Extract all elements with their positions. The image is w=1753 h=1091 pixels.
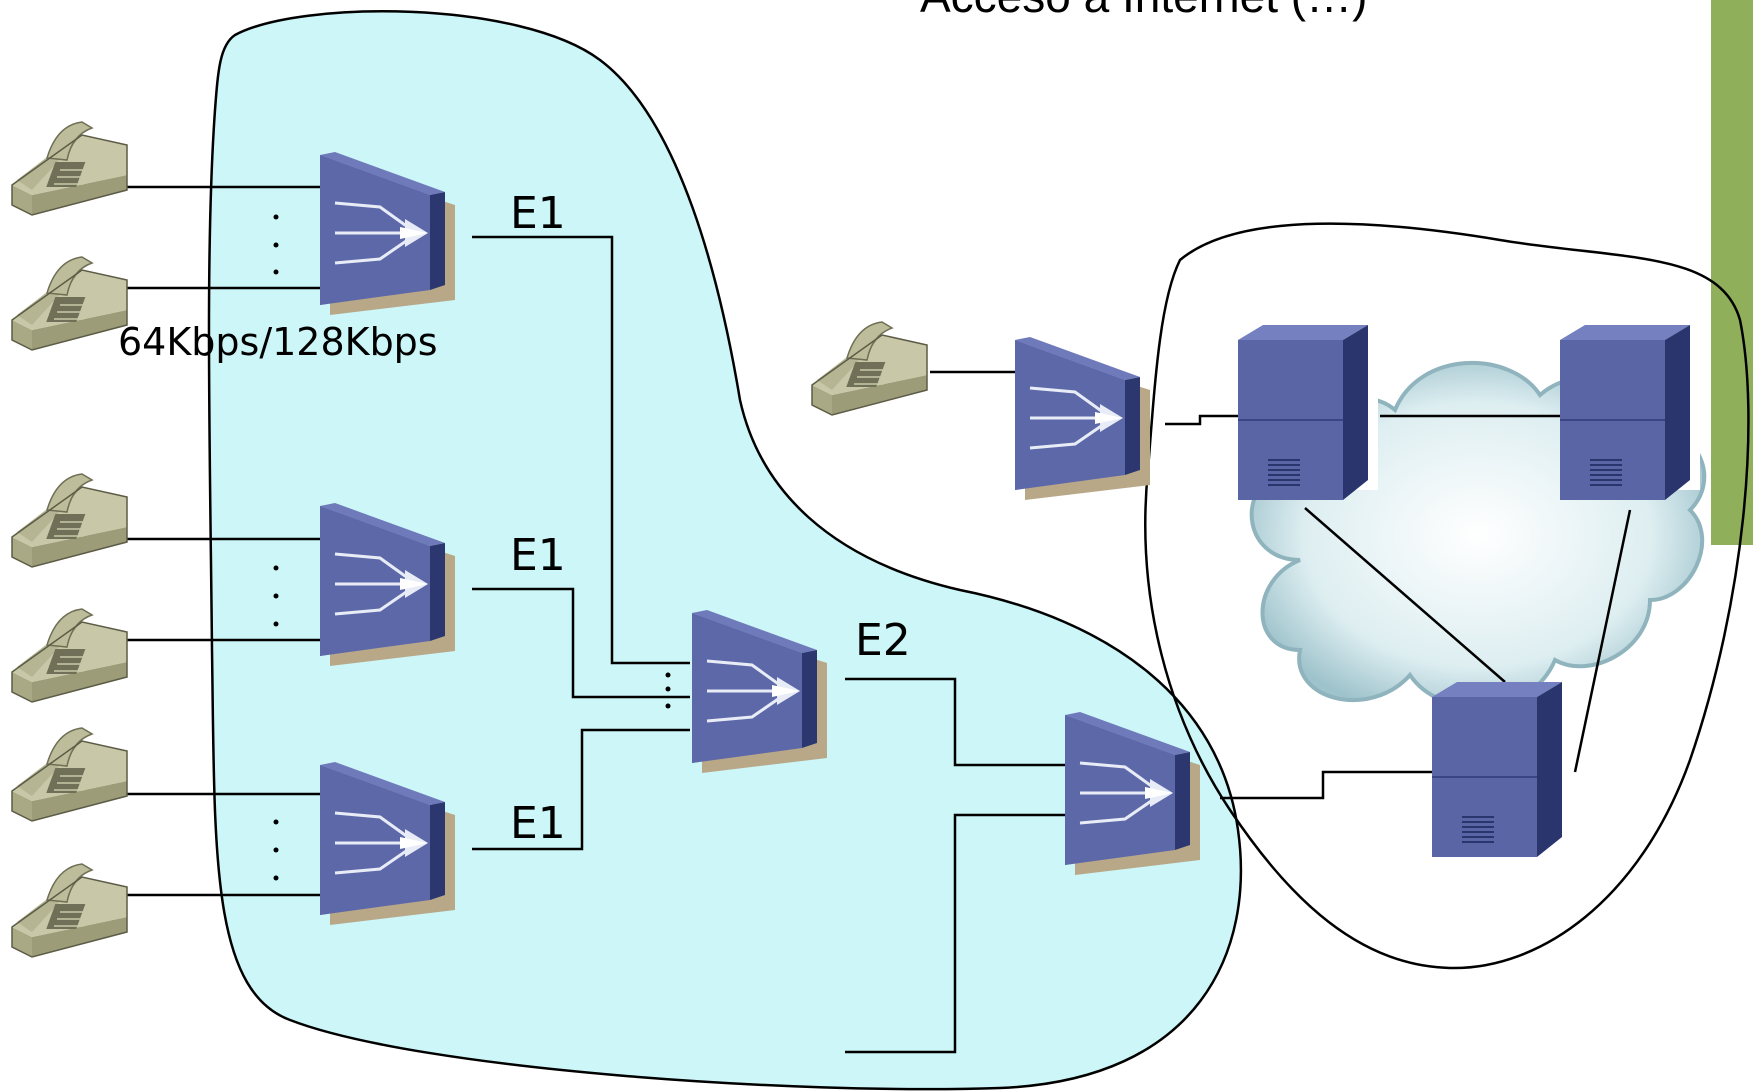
trunk-lines	[472, 235, 1432, 1054]
telephone-icon	[11, 256, 128, 351]
internet-region	[1144, 222, 1750, 970]
server-icon	[1431, 681, 1573, 858]
accent-bar	[1711, 0, 1753, 545]
link-label-e1-top: E1	[510, 188, 566, 239]
slide-title: Acceso a Internet (…)	[920, 0, 1367, 22]
multiplexer-icon	[1013, 335, 1152, 502]
telco-network-region	[207, 10, 1243, 1091]
link-label-e1-bot: E1	[510, 798, 566, 849]
telephone-icon	[11, 473, 128, 568]
internet-links	[1304, 414, 1632, 773]
ellipsis-dots	[273, 214, 671, 881]
telephone-icon	[11, 727, 128, 822]
telephone-icon	[11, 608, 128, 703]
server-icon	[1237, 324, 1379, 501]
telephone-icon	[811, 321, 928, 416]
access-rate-label: 64Kbps/128Kbps	[118, 320, 438, 364]
link-label-e1-mid: E1	[510, 530, 566, 581]
telephone-icon	[11, 863, 128, 958]
access-lines	[122, 185, 320, 897]
telephone-icon	[11, 121, 128, 216]
link-label-e2: E2	[855, 615, 911, 666]
server-icon	[1559, 324, 1701, 501]
